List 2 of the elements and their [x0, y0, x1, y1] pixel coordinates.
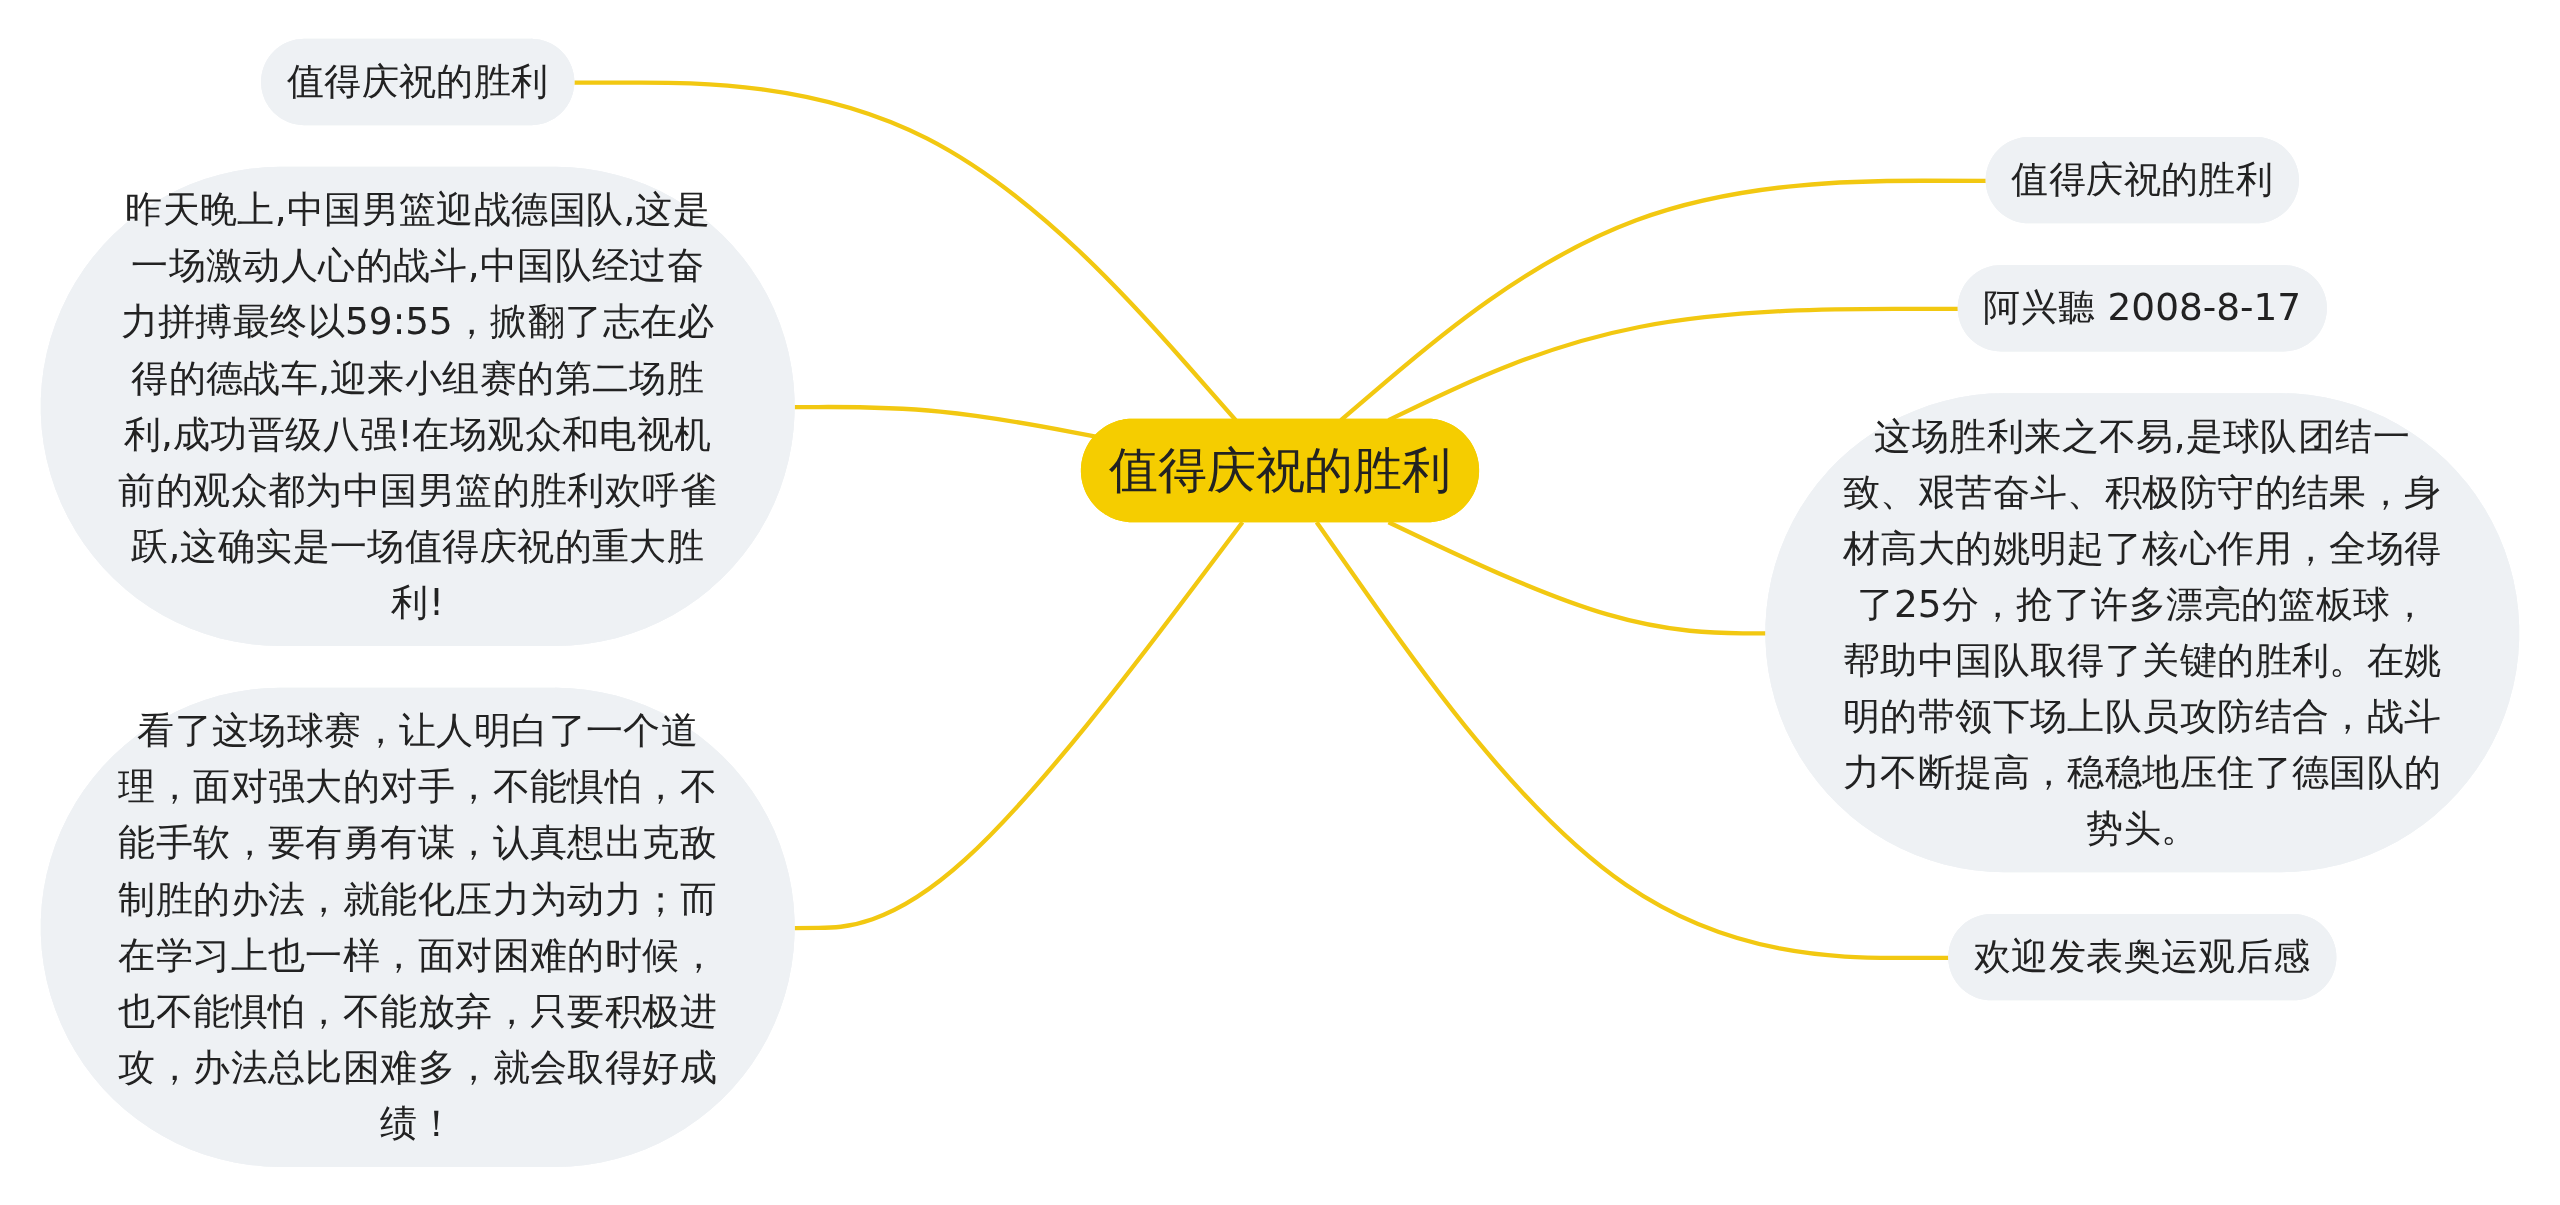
connector: [794, 520, 1245, 930]
connector: [1314, 520, 1950, 960]
